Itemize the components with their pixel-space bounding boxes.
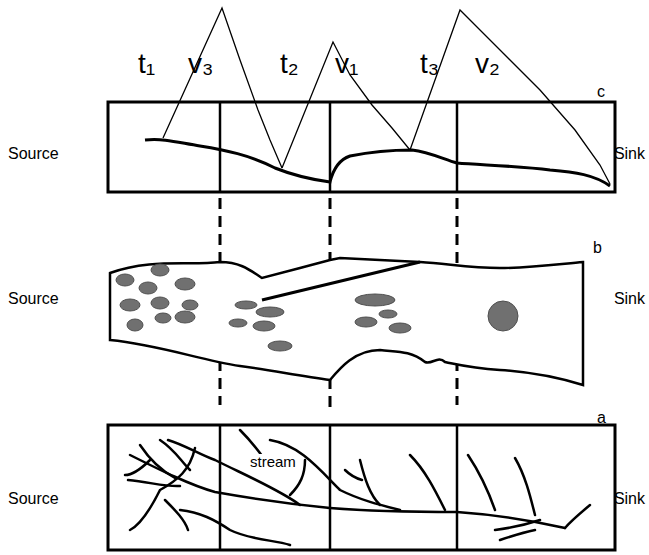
mountain-outline <box>163 8 610 184</box>
end-label: Source <box>8 491 59 507</box>
channel-outline <box>110 258 583 385</box>
end-label: Sink <box>614 291 645 307</box>
panel-letter: a <box>597 410 606 426</box>
panel-letter: b <box>593 240 602 256</box>
sediment-grain <box>116 264 518 351</box>
end-label: Source <box>8 146 59 162</box>
river-profile <box>145 140 610 186</box>
end-label: Sink <box>614 146 645 162</box>
zone-symbol: t₂ <box>280 50 299 78</box>
panel-box <box>108 425 615 550</box>
panel-box <box>108 102 615 192</box>
zone-symbol: v₁ <box>335 50 358 78</box>
panel-letter: c <box>597 84 605 100</box>
end-label: Sink <box>614 491 645 507</box>
end-label: Source <box>8 291 59 307</box>
zone-symbol: v₂ <box>475 50 500 78</box>
stream-network <box>125 430 590 545</box>
zone-symbol: t₁ <box>138 50 155 78</box>
zone-symbol: v₃ <box>188 50 213 78</box>
zone-symbol: t₃ <box>420 50 439 78</box>
feature-label: stream <box>248 454 298 469</box>
